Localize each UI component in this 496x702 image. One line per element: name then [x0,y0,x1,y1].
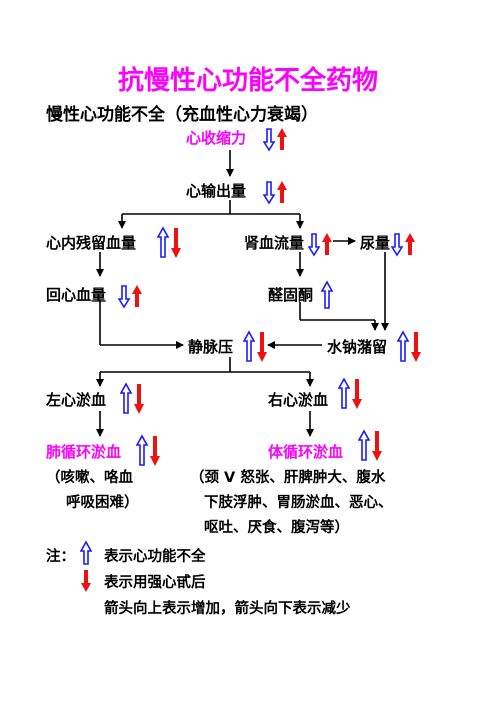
systemic-symptoms-line3: 呕吐、厌食、腹泻等） [204,520,349,536]
systemic-symptoms-line2: 下肢浮肿、胃肠淤血、恶心、 [204,495,393,511]
urine-indicators [391,233,415,257]
pulmonary-symptoms-line1: （咳嗽、咯血 [46,470,133,486]
node-sodium-water: 水钠潴留 [327,338,388,356]
node-urine: 尿量 [360,234,391,252]
node-return-volume: 回心血量 [46,286,107,304]
systemic-congestion-indicators [358,429,382,461]
hollow-up-arrow-icon [397,330,410,362]
page-title: 抗慢性心功能不全药物 [117,66,378,96]
hollow-up-arrow-icon [243,330,256,362]
solid-down-arrow-icon [411,332,421,362]
hollow-up-arrow-icon [136,434,149,466]
legend-solid-down-arrow-icon [81,570,91,592]
node-contractility: 心收缩力 [186,129,247,147]
aldosterone-indicators [321,280,334,309]
hollow-down-arrow-icon [391,233,404,257]
hollow-down-arrow-icon [118,285,131,309]
solid-down-arrow-icon [171,228,181,258]
solid-up-arrow-icon [405,233,415,255]
pulmonary-symptoms-line2: 呼吸困难） [66,495,139,511]
contractility-indicators [263,128,287,152]
node-venous-pressure: 静脉压 [188,338,234,356]
hollow-down-arrow-icon [263,181,276,205]
solid-down-arrow-icon [150,436,160,466]
right-congestion-indicators [338,377,362,409]
hollow-down-arrow-icon [308,233,321,257]
node-aldosterone: 醛固酮 [268,286,314,304]
solid-down-arrow-icon [352,379,362,409]
node-renal-flow: 肾血流量 [244,234,305,252]
legend-hollow-meaning: 表示心功能不全 [104,549,206,565]
hollow-up-arrow-icon [157,226,170,258]
hollow-down-arrow-icon [263,128,276,152]
renal-flow-indicators [308,233,332,257]
node-residual-volume: 心内残留血量 [46,234,137,252]
solid-up-arrow-icon [277,181,287,203]
node-cardiac-output: 心输出量 [186,182,247,200]
legend-hollow-up-arrow-icon [80,540,93,565]
return-volume-indicators [118,285,142,309]
systemic-symptoms-line1: （颈 V 怒张、肝脾肿大、腹水 [190,470,386,486]
solid-down-arrow-icon [134,384,144,414]
legend-direction-note: 箭头向上表示增加，箭头向下表示减少 [104,601,351,617]
hollow-up-arrow-icon [358,429,371,461]
solid-up-arrow-icon [132,285,142,307]
left-congestion-indicators [120,382,144,414]
cardiac-output-indicators [263,181,287,205]
venous-pressure-indicators [243,330,267,362]
pulmonary-congestion-indicators [136,434,160,466]
hollow-up-arrow-icon [120,382,133,414]
node-pulmonary-congestion: 肺循环淤血 [46,443,122,461]
legend-prefix: 注： [46,549,75,565]
node-left-congestion: 左心淤血 [46,391,107,409]
solid-down-arrow-icon [372,431,382,461]
node-systemic-congestion: 体循环淤血 [268,443,344,461]
hollow-up-arrow-icon [321,280,334,309]
solid-down-arrow-icon [257,332,267,362]
residual-volume-indicators [157,226,181,258]
hollow-up-arrow-icon [338,377,351,409]
solid-up-arrow-icon [322,233,332,255]
page-subtitle: 慢性心功能不全（充血性心力衰竭） [46,105,318,125]
legend-solid-meaning: 表示用强心甙后 [104,575,206,591]
node-right-congestion: 右心淤血 [268,391,329,409]
sodium-water-indicators [397,330,421,362]
solid-up-arrow-icon [277,128,287,150]
